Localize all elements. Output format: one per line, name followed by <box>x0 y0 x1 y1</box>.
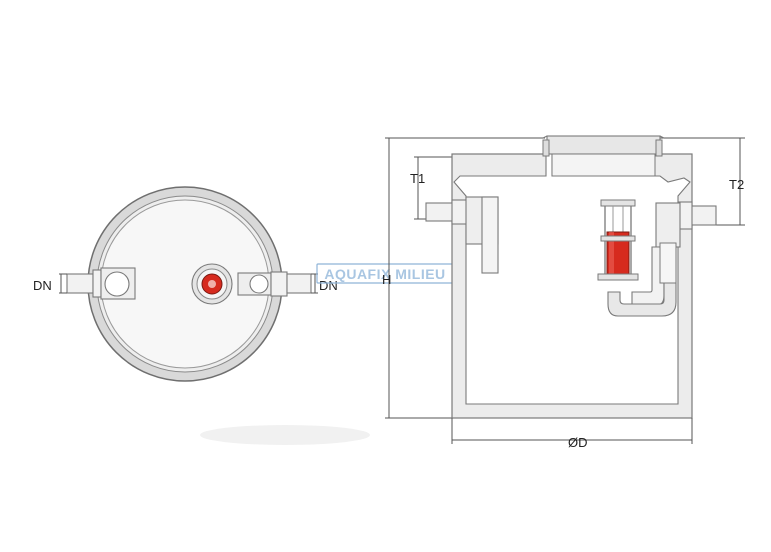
diameter-dimension <box>451 418 693 444</box>
diameter-label: ØD <box>568 435 588 450</box>
float-cage <box>597 199 639 281</box>
dn-left-label: DN <box>33 278 52 293</box>
dn-right-label: DN <box>319 278 338 293</box>
top-view: DN DN <box>33 186 370 445</box>
height-label: H <box>382 272 391 287</box>
watermark-text: AQUAFIX MILIEU <box>324 266 445 282</box>
shadow <box>200 425 370 445</box>
t1-dimension <box>414 156 452 220</box>
height-dimension <box>385 137 545 419</box>
outlet-pipe-top-view <box>237 271 312 297</box>
t1-label: T1 <box>410 171 425 186</box>
tank-cover <box>542 135 665 177</box>
inlet-pipe-top-view <box>66 267 136 300</box>
section-view: H T1 T2 <box>382 135 745 450</box>
dn-dimension-left <box>59 273 67 294</box>
outlet-assembly <box>607 201 717 317</box>
t2-label: T2 <box>729 177 744 192</box>
inlet-assembly <box>425 196 499 274</box>
central-valve-top-view <box>191 263 233 305</box>
t2-dimension <box>660 137 745 226</box>
